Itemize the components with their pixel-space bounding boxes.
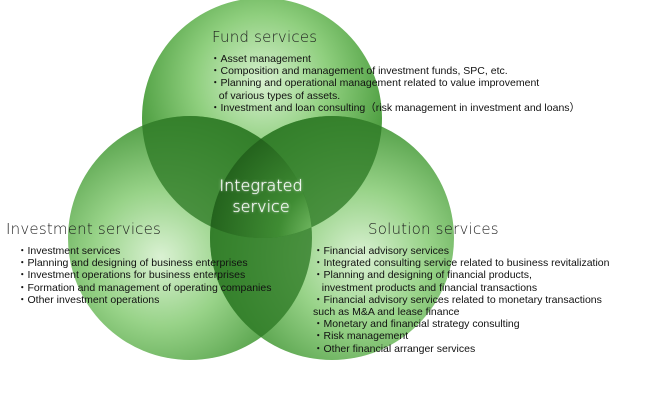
list-item: investment products and financial transa… bbox=[313, 281, 538, 294]
list-item: ・Monetary and financial strategy consult… bbox=[313, 318, 520, 331]
list-item: ・Risk management bbox=[313, 330, 409, 343]
fund-services-title: Fund services bbox=[212, 28, 318, 46]
list-item: ・Financial advisory services related to … bbox=[313, 293, 602, 306]
list-item: ・Other investment operations bbox=[17, 293, 160, 306]
fund-services-list: ・Asset management ・Composition and manag… bbox=[210, 53, 580, 114]
investment-services-list: ・Investment services ・Planning and desig… bbox=[17, 245, 271, 306]
overlap-center bbox=[210, 116, 312, 238]
list-item: such as M&A and lease finance bbox=[313, 306, 460, 319]
list-item: ・Other financial arranger services bbox=[313, 342, 476, 355]
solution-services-list: ・Financial advisory services ・Integrated… bbox=[313, 245, 610, 355]
list-item: ・Planning and designing of business ente… bbox=[17, 257, 248, 270]
solution-services-title: Solution services bbox=[368, 220, 499, 238]
list-item: ・Investment and loan consulting（risk man… bbox=[210, 101, 581, 114]
center-label-line2: service bbox=[232, 197, 290, 216]
list-item: ・Formation and management of operating c… bbox=[17, 281, 272, 294]
list-item: ・Asset management bbox=[210, 53, 311, 65]
investment-services-title: Investment services bbox=[6, 220, 162, 238]
list-item: ・Investment services bbox=[17, 245, 121, 257]
center-label-line1: Integrated bbox=[219, 176, 303, 195]
list-item: ・Financial advisory services bbox=[313, 245, 449, 257]
list-item: ・Integrated consulting service related t… bbox=[313, 257, 610, 270]
list-item: of various types of assets. bbox=[210, 89, 341, 102]
integrated-service-label: Integrated service bbox=[186, 175, 336, 217]
list-item: ・Planning and operational management rel… bbox=[210, 77, 540, 90]
list-item: ・Planning and designing of financial pro… bbox=[313, 269, 532, 282]
list-item: ・Composition and management of investmen… bbox=[210, 65, 508, 78]
list-item: ・Investment operations for business ente… bbox=[17, 269, 246, 282]
